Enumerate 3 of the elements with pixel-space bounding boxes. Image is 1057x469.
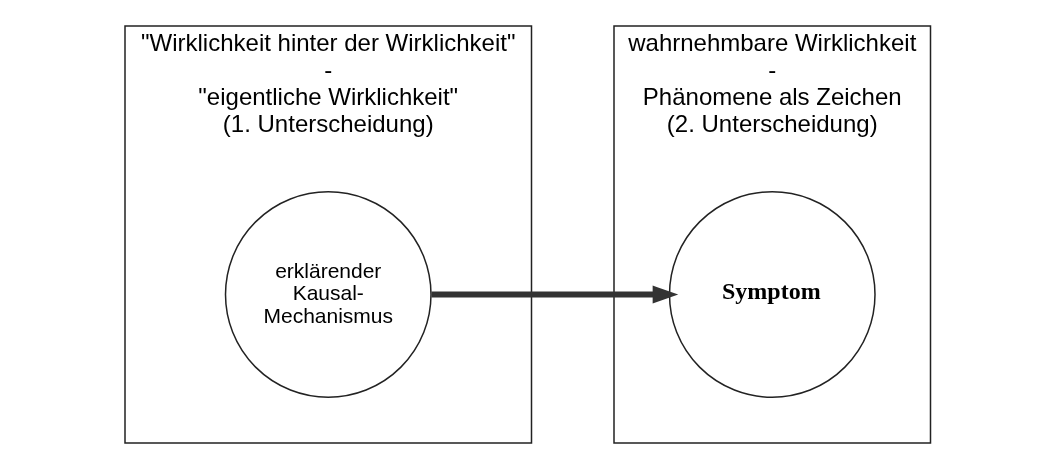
arrow (431, 285, 679, 304)
node-circle: Symptom (668, 191, 876, 398)
node-circle: erklärender Kausal- Mechanismus (224, 191, 432, 398)
